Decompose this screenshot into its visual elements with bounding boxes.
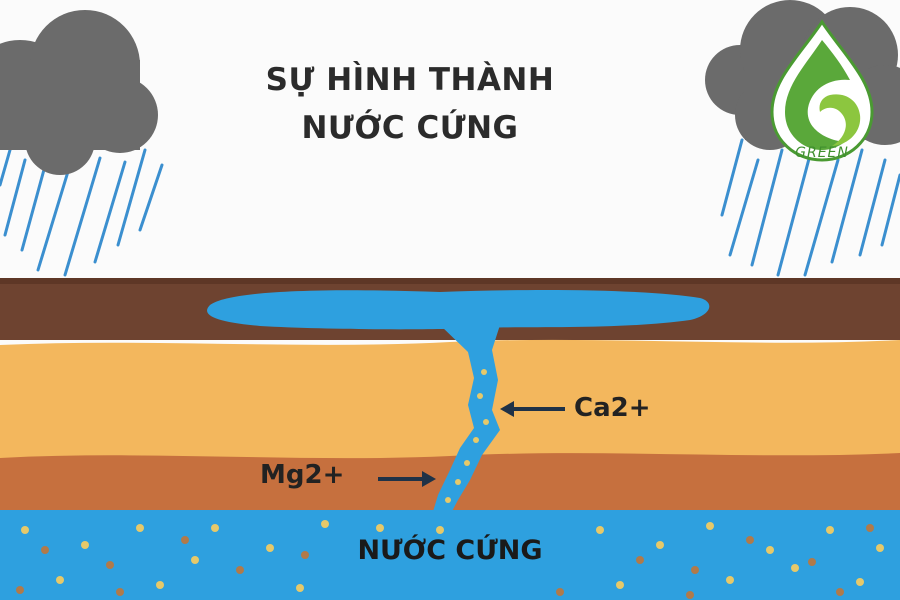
diagram-title-line1: SỰ HÌNH THÀNH [265,62,555,98]
magnesium-arrow-icon [378,471,436,487]
hard-water-label: NƯỚC CỨNG [357,535,543,566]
calcium-arrow-icon [500,401,565,417]
surface-puddle [207,290,710,330]
sand-layer [0,339,900,461]
logo-wordmark: GREEN [795,145,849,161]
channel-minerals [445,369,489,503]
left-cloud-icon [0,10,158,175]
diagram-title-line2: NƯỚC CỨNG [301,110,519,146]
green-logo-icon [770,19,874,162]
calcium-ion-label: Ca2+ [574,393,651,423]
groundwater-minerals [16,520,884,599]
magnesium-ion-label: Mg2+ [260,460,345,490]
groundwater-layer [0,510,900,600]
right-rain-icon [720,138,900,277]
